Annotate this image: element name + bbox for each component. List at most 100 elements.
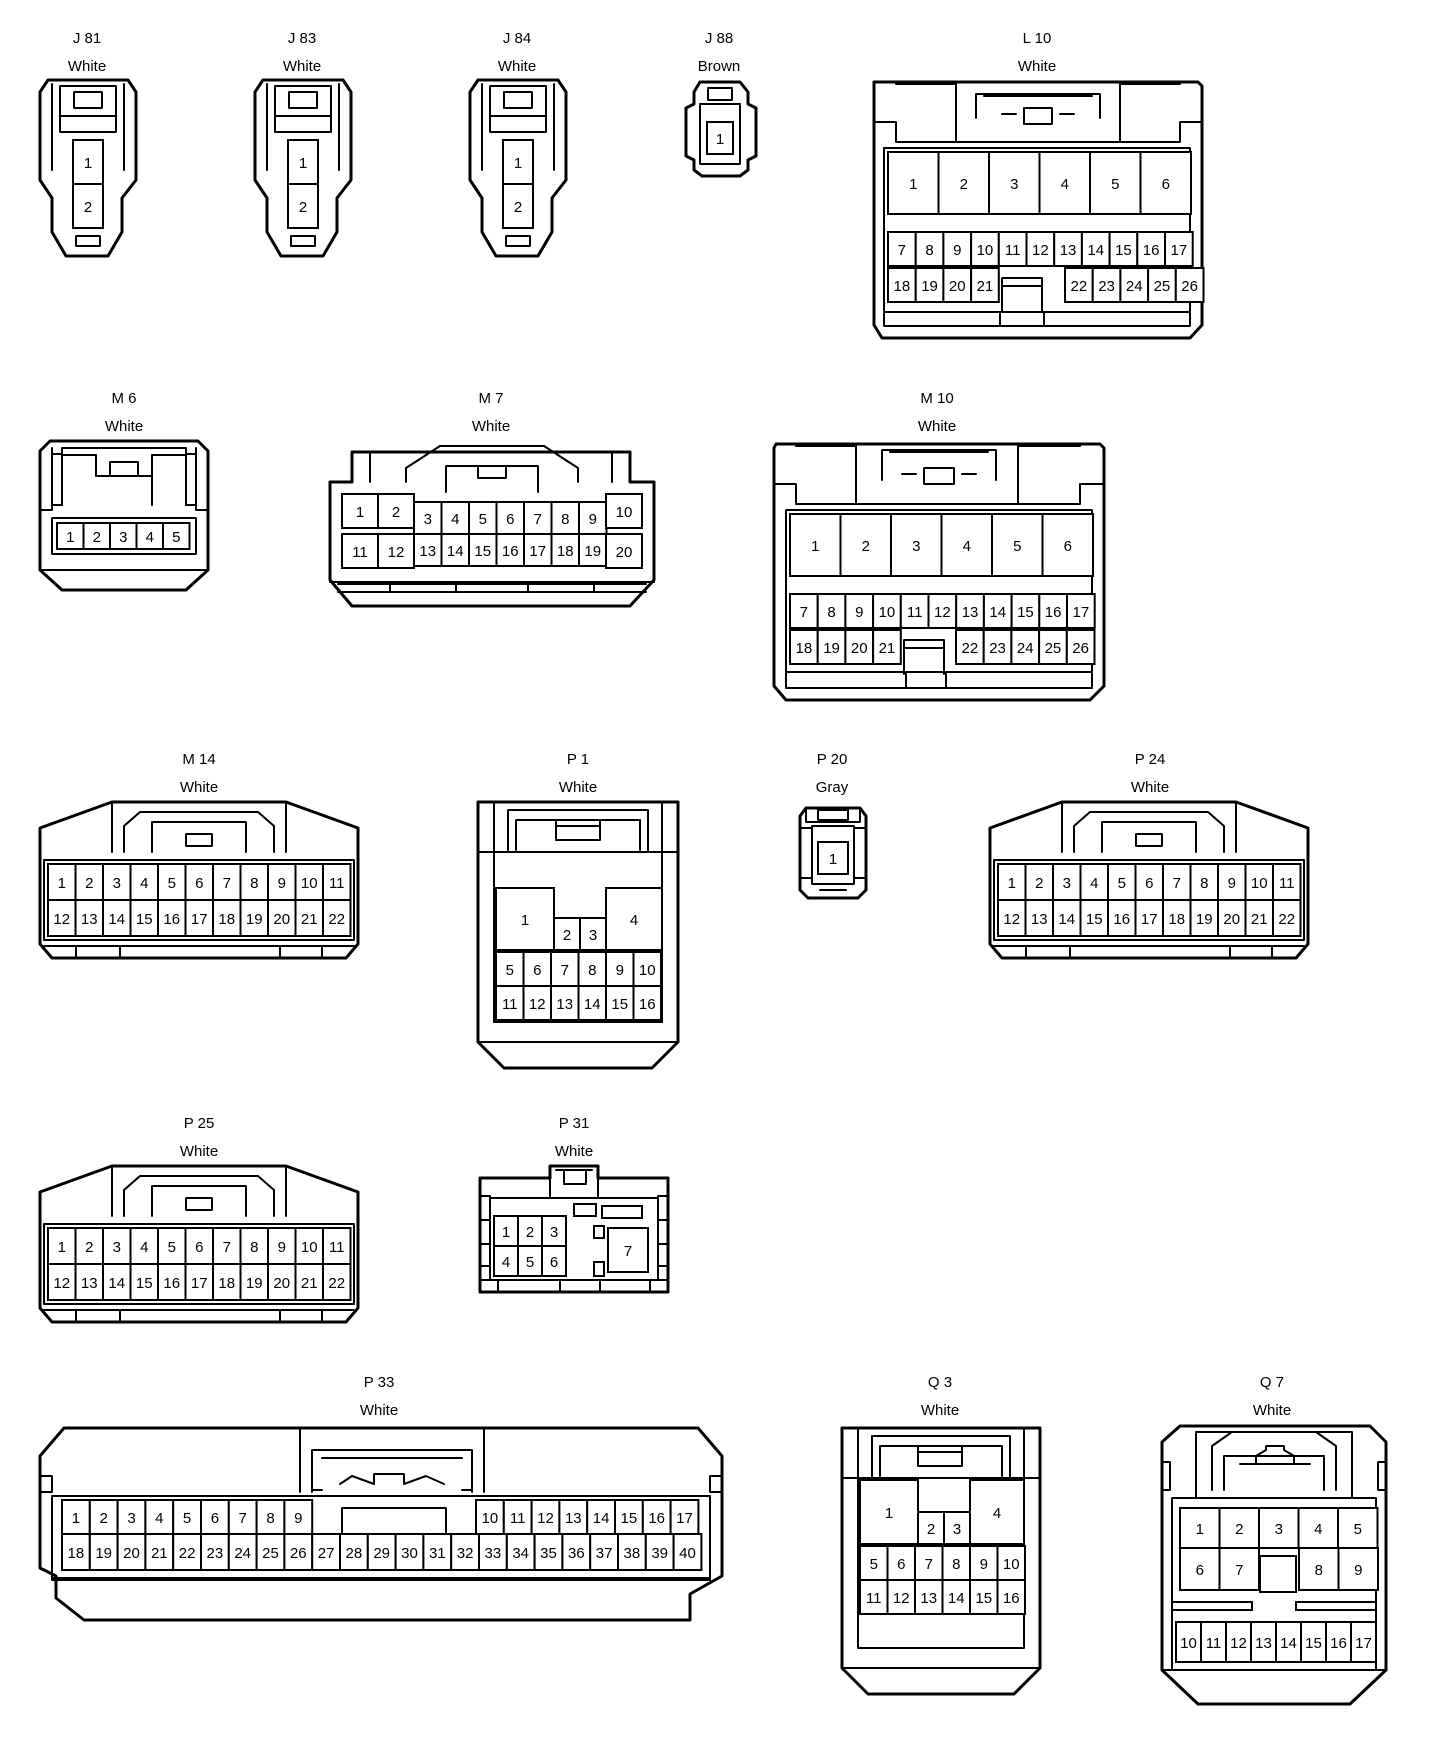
pin-cell: 19 xyxy=(239,899,269,937)
pin-cell: 7 xyxy=(550,951,580,987)
pin-cell: 16 xyxy=(632,985,662,1021)
pin-label: 7 xyxy=(223,1239,231,1256)
pin-label: 20 xyxy=(949,278,966,295)
pin-label: 20 xyxy=(616,544,633,561)
pin-cell: 1 xyxy=(495,887,555,951)
pin-cell: 3 xyxy=(579,917,607,951)
pin-cell: 8 xyxy=(577,951,607,987)
pin-label: 18 xyxy=(796,640,813,657)
pin-cell: 13 xyxy=(74,899,104,937)
pin-cell: 21 xyxy=(872,629,902,665)
pin-label: 19 xyxy=(584,543,601,560)
pin-label: 14 xyxy=(108,911,125,928)
pin-label: 22 xyxy=(179,1545,196,1562)
pin-label: 10 xyxy=(879,604,896,621)
connector-m14: M 14 White xyxy=(38,751,360,960)
pin-label: 2 xyxy=(563,927,571,944)
connector-color: White xyxy=(559,779,597,796)
pin-label: 25 xyxy=(262,1545,279,1562)
pin-cell: 8 xyxy=(255,1499,286,1535)
pin-cell: 10 xyxy=(294,863,324,901)
pin-cell: 7 xyxy=(212,863,242,901)
pin-label: 5 xyxy=(172,529,180,546)
pin-cell: 19 xyxy=(816,629,847,665)
pin-label: 4 xyxy=(993,1505,1001,1522)
pin-label: 6 xyxy=(1162,176,1170,193)
pin-cell: 12 xyxy=(997,899,1027,937)
pin-label: 32 xyxy=(457,1545,474,1562)
pin-label: 3 xyxy=(953,1521,961,1538)
connector-m6: M 6 White xyxy=(38,390,210,592)
connector-id: Q 7 xyxy=(1260,1374,1284,1391)
pin-label: 4 xyxy=(451,511,459,528)
pin-label: 5 xyxy=(168,1239,176,1256)
pin-cell: 5 xyxy=(1089,151,1142,215)
pin-label: 7 xyxy=(534,511,542,528)
connector-color: White xyxy=(360,1402,398,1419)
connector-p33: P 33 White xyxy=(38,1374,724,1622)
pin-label: 18 xyxy=(894,278,911,295)
pin-label: 26 xyxy=(290,1545,307,1562)
pin-cell: 5 xyxy=(991,513,1044,577)
pin-label: 17 xyxy=(676,1510,693,1527)
pin-label: 16 xyxy=(163,911,180,928)
pin-cell: 16 xyxy=(157,899,187,937)
pin-cell: 12 xyxy=(530,1499,561,1535)
connector-j83: J 83 White 1 2 xyxy=(253,30,353,258)
pin-cell: 4 xyxy=(440,501,470,535)
pin-label: 30 xyxy=(401,1545,418,1562)
pin-label: 1 xyxy=(514,155,522,172)
pin-label: 11 xyxy=(502,996,518,1013)
pin-cell: 14 xyxy=(1080,231,1111,267)
connector-id: Q 3 xyxy=(928,1374,952,1391)
connector-id: P 20 xyxy=(817,751,848,768)
pin-label: 5 xyxy=(168,875,176,892)
pin-cell: 31 xyxy=(422,1533,453,1571)
pin-cell: 15 xyxy=(614,1499,644,1535)
pin-label: 6 xyxy=(1145,875,1153,892)
pin-cell: 11 xyxy=(1272,863,1302,901)
pin-cell: 10 xyxy=(294,1227,324,1265)
pin-label: 2 xyxy=(85,1239,93,1256)
pin-cell: 9 xyxy=(1337,1547,1379,1591)
pin-label: 15 xyxy=(474,543,491,560)
pin-label: 14 xyxy=(584,996,601,1013)
pin-cell: 10 xyxy=(1244,863,1274,901)
pin-cell: 15 xyxy=(129,899,159,937)
pin-label: 23 xyxy=(207,1545,224,1562)
pin-label: 27 xyxy=(318,1545,335,1562)
pin-cell: 24 xyxy=(1010,629,1041,665)
pin-label: 3 xyxy=(1063,875,1071,892)
pin-label: 21 xyxy=(301,1275,318,1292)
pin-label: 2 xyxy=(85,875,93,892)
pin-cell: 9 xyxy=(267,863,297,901)
pin-cell: 14 xyxy=(577,985,607,1021)
pin-cell: 5 xyxy=(495,951,525,987)
pin-cell: 28 xyxy=(339,1533,369,1571)
pin-cell: 3 xyxy=(109,522,138,550)
pin-cell: 13 xyxy=(1053,231,1083,267)
pin-cell: 20 xyxy=(942,267,973,303)
pin-cell: 16 xyxy=(157,1263,187,1301)
pin-label: 3 xyxy=(113,875,121,892)
connector-color: White xyxy=(555,1143,593,1160)
pin-label: 11 xyxy=(1005,242,1021,259)
pin-cell: 18 xyxy=(550,533,580,567)
pin-label: 12 xyxy=(1003,911,1020,928)
pin-label: 8 xyxy=(925,242,933,259)
connector-id: P 33 xyxy=(364,1374,395,1391)
pin-label: 3 xyxy=(1010,176,1018,193)
pin-label: 4 xyxy=(1090,875,1098,892)
pin-label: 18 xyxy=(68,1545,85,1562)
pin-label: 6 xyxy=(533,962,541,979)
pin-label: 1 xyxy=(299,155,307,172)
pin-cell: 7 xyxy=(523,501,553,535)
pin-label: 17 xyxy=(1171,242,1188,259)
pin-label: 3 xyxy=(589,927,597,944)
pin-label: 15 xyxy=(975,1590,992,1607)
pin-label: 13 xyxy=(419,543,436,560)
pin-label: 31 xyxy=(429,1545,446,1562)
pin-label: 14 xyxy=(1058,911,1075,928)
pin-cell: 14 xyxy=(440,533,470,567)
pin-label: 20 xyxy=(851,640,868,657)
